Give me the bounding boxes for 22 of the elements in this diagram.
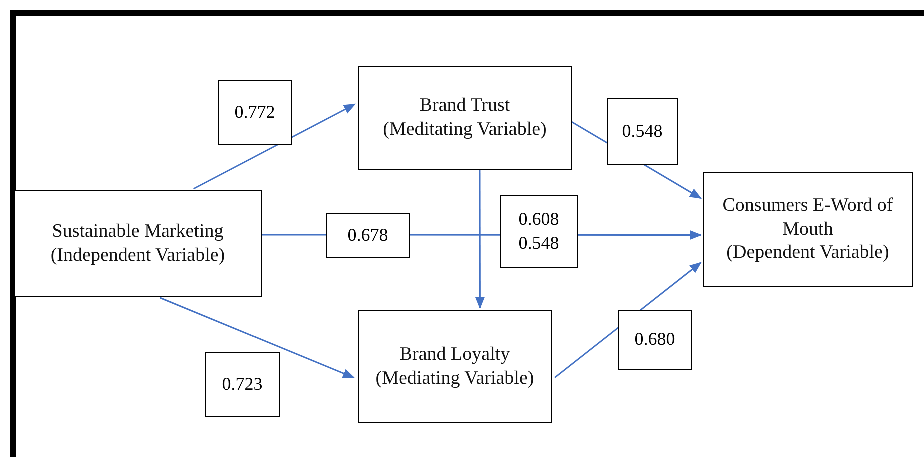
node-text: (Dependent Variable) <box>726 241 890 266</box>
coefficient-label: 0.772 <box>218 80 292 145</box>
variable-box <box>703 172 913 287</box>
node-text: (Meditating Variable) <box>383 118 547 142</box>
variable-box <box>358 310 552 423</box>
node-text: (Mediating Variable) <box>376 366 534 390</box>
node-text: (Independent Variable) <box>50 244 226 268</box>
variable-box <box>14 190 262 297</box>
coefficient-label: 0.548 <box>607 98 678 165</box>
coefficient-label: 0.723 <box>205 352 280 417</box>
node-text: Consumers E-Word of Mouth <box>722 194 894 242</box>
arrow <box>160 297 356 378</box>
arrow <box>193 104 356 190</box>
coefficient-value: 0.608 <box>518 208 560 232</box>
coefficient-label: 0.678 <box>326 213 410 258</box>
coefficient-value: 0.548 <box>518 232 560 254</box>
node-text: Sustainable Marketing <box>52 220 224 244</box>
node-text: Brand Loyalty <box>400 342 510 366</box>
node-text: Brand Trust <box>420 94 510 118</box>
variable-box <box>358 66 572 170</box>
arrow <box>475 170 485 310</box>
coefficient-label: 0.680 <box>618 310 692 370</box>
